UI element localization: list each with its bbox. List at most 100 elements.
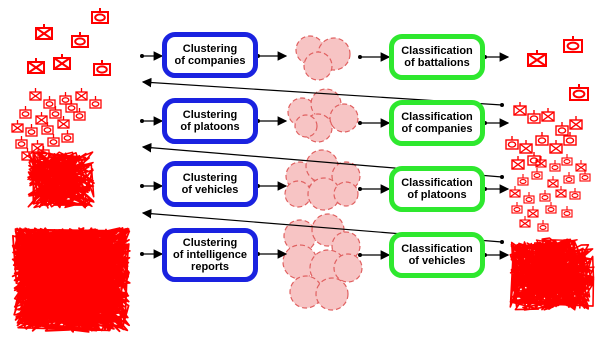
flow-arrow — [358, 52, 391, 62]
clustering-box-vehicles: Clustering of vehicles — [162, 161, 258, 207]
classification-label: Classification of companies — [401, 111, 473, 135]
flow-arrow — [256, 116, 288, 126]
company-symbol — [549, 160, 561, 172]
classification-label: Classification of battalions — [401, 45, 473, 69]
battalion-symbol — [547, 176, 559, 188]
clustering-box-platoons: Clustering of platoons — [162, 98, 258, 144]
clustering-label: Clustering of companies — [174, 43, 246, 67]
battalion-symbol — [57, 116, 70, 129]
company-symbol — [65, 100, 78, 113]
battalion-symbol — [527, 206, 539, 218]
battalion-symbol — [541, 108, 555, 122]
classification-box-vehicles: Classification of vehicles — [389, 232, 485, 278]
battalion-symbol — [511, 156, 525, 170]
clustering-box-intelligence-reports: Clustering of intelligence reports — [162, 228, 258, 282]
flow-arrow — [140, 249, 164, 259]
flow-arrow — [483, 118, 510, 128]
battalion-symbol — [569, 116, 583, 130]
battalion-symbol — [575, 160, 587, 172]
company-symbol — [511, 202, 523, 214]
company-symbol — [523, 192, 535, 204]
battalion-symbol — [555, 186, 567, 198]
company-symbol — [47, 134, 60, 147]
flow-arrow — [140, 181, 164, 191]
company-symbol — [569, 84, 589, 101]
battalion-symbol — [11, 120, 24, 133]
vehicle-mass — [533, 237, 579, 263]
battalion-symbol — [549, 140, 563, 154]
battalion-symbol — [519, 216, 531, 228]
classification-label: Classification of platoons — [401, 177, 473, 201]
flow-arrow — [358, 250, 391, 260]
vehicle-mass — [27, 151, 95, 209]
company-symbol — [91, 8, 109, 24]
clustering-label: Clustering of vehicles — [181, 172, 239, 196]
company-symbol — [539, 190, 551, 202]
battalion-symbol — [35, 24, 53, 40]
battalion-symbol — [75, 88, 88, 101]
company-symbol — [561, 154, 573, 166]
battalion-symbol — [519, 140, 533, 154]
company-symbol — [531, 168, 543, 180]
company-symbol — [579, 170, 591, 182]
flow-arrow — [140, 51, 164, 61]
company-symbol — [563, 36, 583, 53]
right-unit-symbols — [505, 36, 595, 311]
company-symbol — [49, 106, 62, 119]
company-symbol — [59, 92, 72, 105]
company-symbol — [73, 108, 86, 121]
classification-label: Classification of vehicles — [401, 243, 473, 267]
clustering-label: Clustering of intelligence reports — [173, 237, 247, 273]
classification-box-battalions: Classification of battalions — [389, 34, 485, 80]
cluster-cloud — [295, 35, 351, 81]
battalion-symbol — [27, 58, 45, 74]
company-symbol — [555, 122, 569, 136]
company-symbol — [89, 96, 102, 109]
flow-arrow — [256, 51, 288, 61]
company-symbol — [93, 60, 111, 76]
vehicle-mass — [509, 241, 595, 311]
company-symbol — [517, 174, 529, 186]
flow-arrow — [140, 116, 164, 126]
battalion-symbol — [535, 156, 547, 168]
battalion-symbol — [35, 112, 48, 125]
clustering-label: Clustering of platoons — [180, 109, 240, 133]
cluster-clouds — [282, 35, 363, 311]
flow-arrow — [358, 118, 391, 128]
company-symbol — [25, 124, 38, 137]
company-symbol — [545, 202, 557, 214]
company-symbol — [61, 130, 74, 143]
company-symbol — [563, 132, 577, 146]
company-symbol — [527, 152, 541, 166]
company-symbol — [43, 96, 56, 109]
cluster-cloud — [284, 149, 361, 211]
company-symbol — [569, 188, 581, 200]
battalion-symbol — [509, 186, 521, 198]
cluster-cloud — [287, 88, 359, 143]
company-symbol — [537, 220, 549, 232]
clustering-box-companies: Clustering of companies — [162, 32, 258, 78]
flow-arrow — [483, 184, 510, 194]
company-symbol — [19, 106, 32, 119]
company-symbol — [41, 122, 54, 135]
classification-box-platoons: Classification of platoons — [389, 166, 485, 212]
left-unit-symbols — [11, 8, 131, 333]
battalion-symbol — [513, 102, 527, 116]
company-symbol — [561, 206, 573, 218]
company-symbol — [527, 110, 541, 124]
battalion-symbol — [527, 50, 547, 67]
battalion-symbol — [53, 54, 71, 70]
flow-arrow — [483, 52, 510, 62]
company-symbol — [563, 172, 575, 184]
cluster-cloud — [282, 213, 363, 311]
report-mass — [11, 227, 101, 285]
flow-arrow — [256, 249, 288, 259]
classification-box-companies: Classification of companies — [389, 100, 485, 146]
flow-arrow — [358, 184, 391, 194]
battalion-symbol — [29, 88, 42, 101]
company-symbol — [15, 136, 28, 149]
flow-arrow — [256, 181, 288, 191]
company-symbol — [505, 136, 519, 150]
